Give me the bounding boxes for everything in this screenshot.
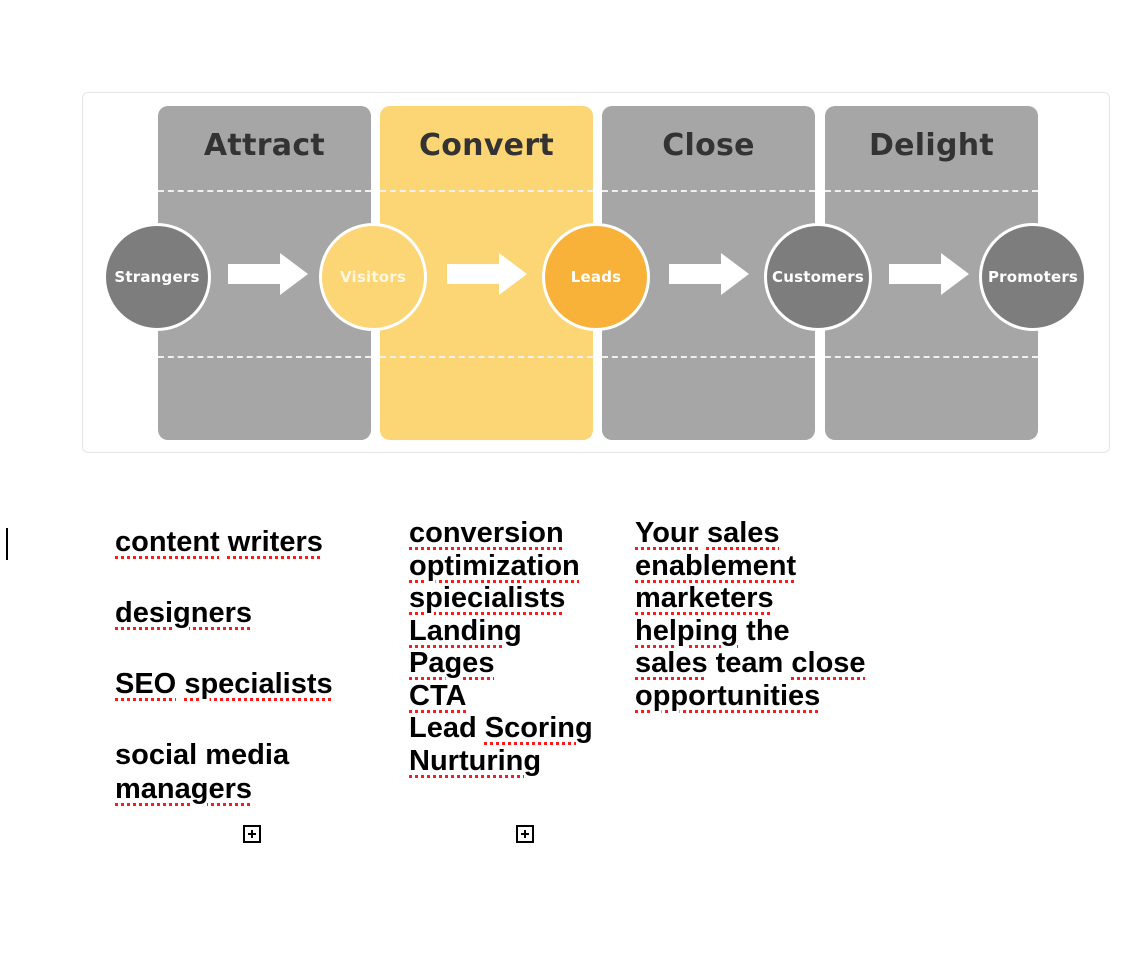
stage-title: Convert [418,128,555,163]
word [699,517,707,549]
misspelled-word: specialists [184,668,333,700]
right-arrow-icon [889,253,969,295]
role-item: social media managers [115,738,375,806]
text-line: CTA [409,680,609,713]
right-arrow-icon [447,253,527,295]
text-line: Landing [409,615,609,648]
plus-box-icon[interactable] [243,825,261,843]
text-line: enablement [635,550,875,583]
divider-dashed [825,190,1038,192]
text-line: spiecialists [409,582,609,615]
misspelled-word: content [115,526,220,558]
misspelled-word: managers [115,773,253,805]
stage-title: Attract [203,128,326,163]
node-strangers: Strangers [103,223,211,331]
misspelled-word: Pages [409,647,495,679]
text-line: optimization [409,550,609,583]
text-line: helping the [635,615,875,648]
misspelled-word: writers [227,526,323,558]
misspelled-word: CTA [409,679,467,712]
text-line: Lead Scoring [409,712,609,745]
text-line: conversion [409,517,609,550]
misspelled-word: helping [635,614,739,647]
text-line: marketers [635,582,875,615]
divider-dashed [602,190,815,192]
text-line: opportunities [635,680,875,713]
misspelled-word: conversion [409,517,564,549]
misspelled-word: marketers [635,582,774,614]
plus-box-icon[interactable] [516,825,534,843]
word: team [707,647,792,679]
misspelled-word: sales [706,517,780,549]
misspelled-word: opportunities [635,679,821,712]
role-item: designers [115,596,375,630]
text-cursor [6,528,8,560]
misspelled-word: Scoring [484,712,593,744]
misspelled-word: spiecialists [409,582,566,614]
word [220,526,228,558]
misspelled-word: designers [115,597,252,629]
misspelled-word: enablement [635,549,797,582]
divider-dashed [825,356,1038,358]
divider-dashed [158,356,371,358]
misspelled-word: Nurturing [409,744,542,777]
role-item: content writers [115,525,375,559]
word: Lead [409,712,485,744]
misspelled-word: SEO [115,668,177,700]
node-customers: Customers [764,223,872,331]
stage-title: Close [662,128,755,163]
text-line: Nurturing [409,745,609,778]
node-visitors: Visitors [319,223,427,331]
inbound-methodology-image[interactable]: Attract Convert Close Delight Strangers … [82,92,1110,453]
node-leads: Leads [542,223,650,331]
role-item: SEO specialists [115,667,375,701]
word: social media [115,739,290,771]
word: the [738,614,790,647]
misspelled-word: Your [635,517,699,549]
misspelled-word: optimization [409,549,580,582]
misspelled-word: Landing [409,614,522,647]
stage-title: Delight [868,128,995,163]
node-promoters: Promoters [979,223,1087,331]
divider-dashed [380,190,593,192]
text-line: sales team close [635,647,875,680]
misspelled-word: sales [635,647,708,679]
text-line: Your sales [635,517,875,550]
divider-dashed [602,356,815,358]
text-line: Pages [409,647,609,680]
right-arrow-icon [669,253,749,295]
divider-dashed [380,356,593,358]
right-arrow-icon [228,253,308,295]
divider-dashed [158,190,371,192]
misspelled-word: close [791,647,866,679]
